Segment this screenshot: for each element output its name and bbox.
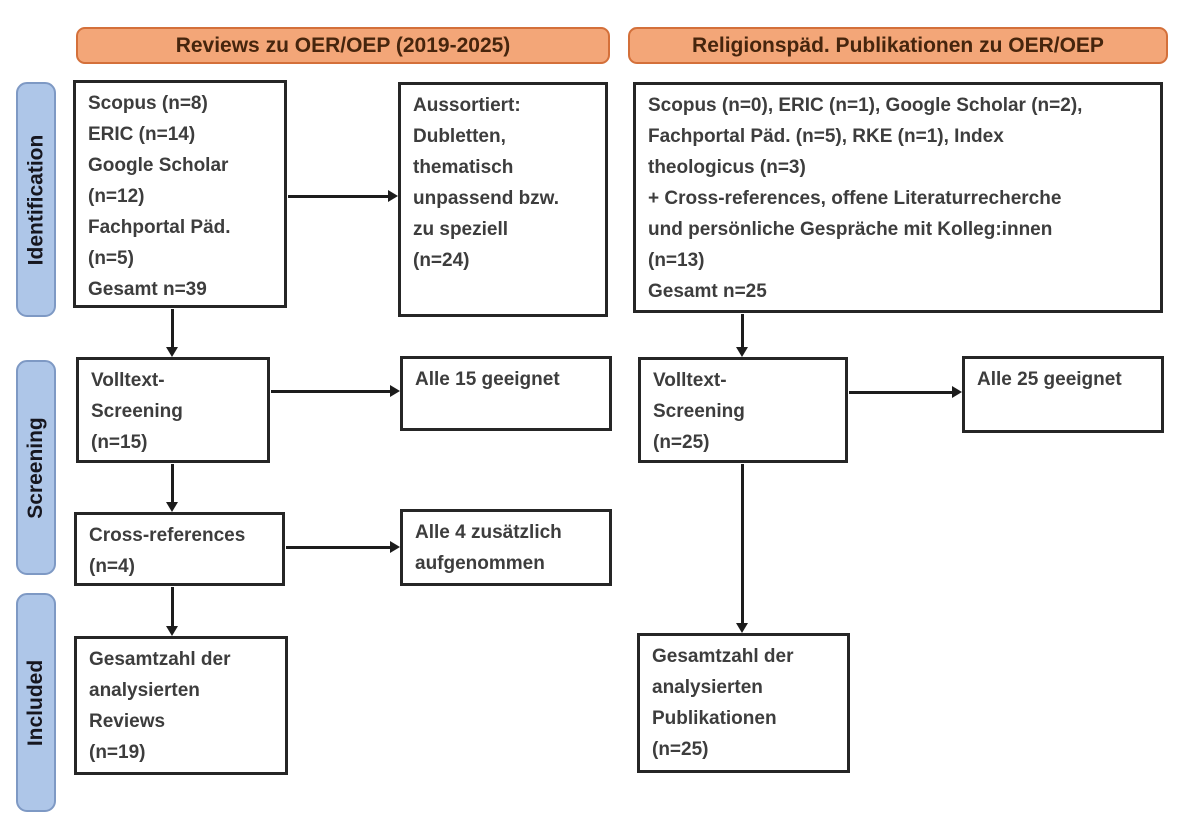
- box-text-line: Gesamtzahl der: [89, 649, 231, 670]
- arrow-right-icon: [849, 386, 962, 398]
- box-text-line: zu speziell: [413, 219, 509, 240]
- box-right-eligible: Alle 25 geeignet: [962, 356, 1164, 433]
- box-text-line: ERIC (n=14): [88, 124, 196, 145]
- box-left-eligible: Alle 15 geeignet: [400, 356, 612, 431]
- box-text-line: Dubletten,: [413, 126, 506, 147]
- box-text-line: Scopus (n=0), ERIC (n=1), Google Scholar…: [648, 95, 1083, 116]
- box-text-line: (n=4): [89, 556, 135, 577]
- box-text-line: (n=19): [89, 742, 146, 763]
- stage-label-included: Included: [16, 593, 56, 812]
- arrow-down-icon: [166, 587, 178, 636]
- box-left-crossreferences: Cross-references (n=4): [74, 512, 285, 586]
- stage-label-text: Screening: [24, 416, 48, 519]
- box-left-included-total: Gesamtzahl der analysierten Reviews (n=1…: [74, 636, 288, 775]
- arrow-down-icon: [736, 464, 748, 633]
- box-text-line: Gesamtzahl der: [652, 646, 794, 667]
- column-header-religionspaed: Religionspäd. Publikationen zu OER/OEP: [628, 27, 1168, 64]
- box-text-line: Reviews: [89, 711, 166, 732]
- box-text-line: Cross-references: [89, 525, 246, 546]
- box-text-line: Google Scholar: [88, 155, 229, 176]
- box-text-line: Alle 15 geeignet: [415, 369, 560, 390]
- box-left-added: Alle 4 zusätzlich aufgenommen: [400, 509, 612, 586]
- box-left-fulltext-screening: Volltext- Screening (n=15): [76, 357, 270, 463]
- column-header-reviews: Reviews zu OER/OEP (2019-2025): [76, 27, 610, 64]
- box-text-line: Gesamt n=39: [88, 279, 207, 300]
- arrow-right-icon: [286, 541, 400, 553]
- box-text-line: Alle 4 zusätzlich: [415, 522, 562, 543]
- box-text-line: Volltext-: [91, 370, 165, 391]
- arrow-down-icon: [166, 309, 178, 357]
- box-right-fulltext-screening: Volltext- Screening (n=25): [638, 357, 848, 463]
- box-text-line: aufgenommen: [415, 553, 545, 574]
- box-text-line: analysierten: [652, 677, 763, 698]
- box-text-line: thematisch: [413, 157, 514, 178]
- stage-label-identification: Identification: [16, 82, 56, 317]
- arrow-down-icon: [736, 314, 748, 357]
- box-text-line: Screening: [91, 401, 183, 422]
- box-text-line: (n=24): [413, 250, 470, 271]
- box-text-line: Screening: [653, 401, 745, 422]
- box-text-line: Gesamt n=25: [648, 281, 767, 302]
- box-text-line: (n=5): [88, 248, 134, 269]
- box-left-sources: Scopus (n=8) ERIC (n=14) Google Scholar …: [73, 80, 287, 308]
- stage-label-text: Included: [24, 659, 47, 746]
- box-text-line: unpassend bzw.: [413, 188, 560, 209]
- box-right-included-total: Gesamtzahl der analysierten Publikatione…: [637, 633, 850, 773]
- box-text-line: Fachportal Päd. (n=5), RKE (n=1), Index: [648, 126, 1004, 147]
- arrow-right-icon: [271, 385, 400, 397]
- box-right-sources: Scopus (n=0), ERIC (n=1), Google Scholar…: [633, 82, 1163, 313]
- box-text-line: (n=15): [91, 432, 148, 453]
- box-text-line: Volltext-: [653, 370, 727, 391]
- box-text-line: (n=12): [88, 186, 145, 207]
- box-text-line: + Cross-references, offene Literaturrech…: [648, 188, 1062, 209]
- box-text-line: und persönliche Gespräche mit Kolleg:inn…: [648, 219, 1053, 240]
- arrow-right-icon: [288, 190, 398, 202]
- arrow-down-icon: [166, 464, 178, 512]
- stage-label-text: Identification: [24, 134, 48, 265]
- box-text-line: Publikationen: [652, 708, 777, 729]
- box-text-line: Aussortiert:: [413, 95, 521, 116]
- box-left-excluded: Aussortiert: Dubletten, thematisch unpas…: [398, 82, 608, 317]
- box-text-line: (n=25): [653, 432, 710, 453]
- box-text-line: Fachportal Päd.: [88, 217, 231, 238]
- box-text-line: (n=25): [652, 739, 709, 760]
- box-text-line: analysierten: [89, 680, 200, 701]
- box-text-line: (n=13): [648, 250, 705, 271]
- box-text-line: Alle 25 geeignet: [977, 369, 1122, 390]
- box-text-line: theologicus (n=3): [648, 157, 806, 178]
- stage-label-screening: Screening: [16, 360, 56, 575]
- box-text-line: Scopus (n=8): [88, 93, 208, 114]
